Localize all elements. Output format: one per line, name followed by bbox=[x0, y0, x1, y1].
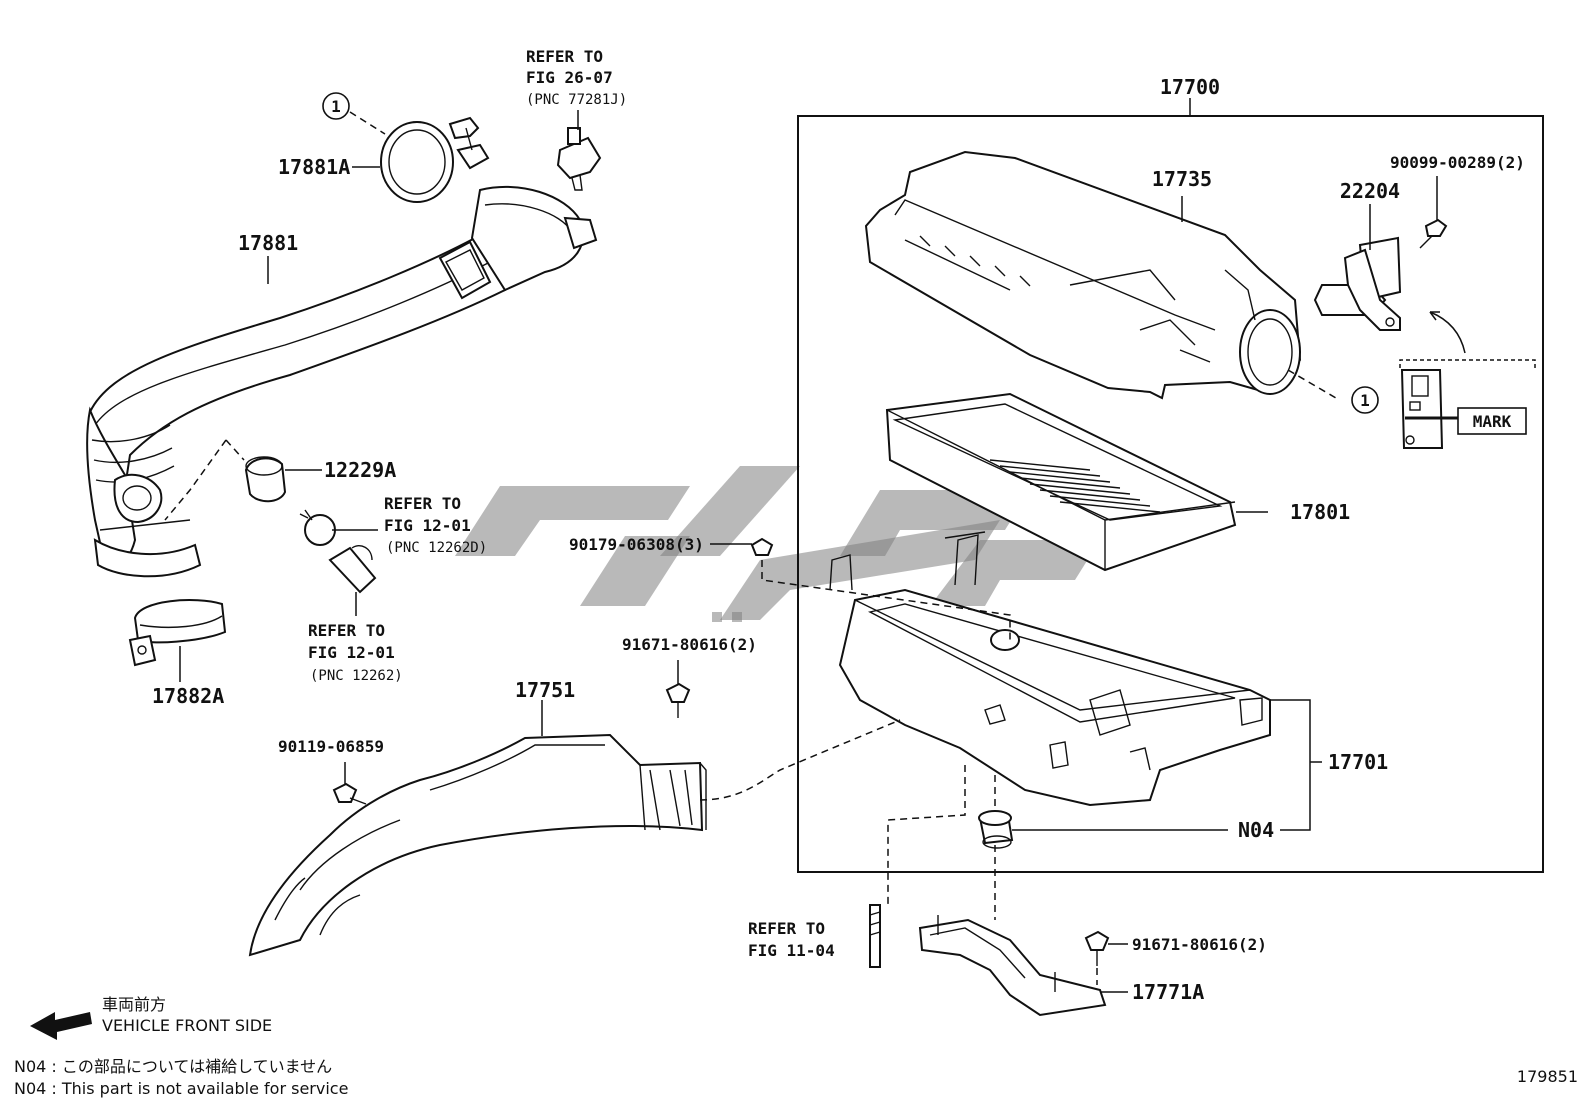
svg-text:REFER TO: REFER TO bbox=[526, 47, 603, 66]
bolt-90179 bbox=[710, 537, 774, 556]
callout-90179: 90179-06308(3) bbox=[569, 535, 704, 554]
grommet-12229a bbox=[244, 456, 287, 503]
callout-91671-bottom: 91671-80616(2) bbox=[1132, 935, 1267, 954]
air-cleaner-case-17701 bbox=[829, 531, 1271, 807]
callout-91671-top: 91671-80616(2) bbox=[622, 635, 757, 654]
callout-17771a: 17771A bbox=[1132, 980, 1204, 1004]
callout-17751: 17751 bbox=[515, 678, 575, 702]
bolt-91671-bottom bbox=[1084, 930, 1110, 966]
callout-17882a: 17882A bbox=[152, 684, 224, 708]
leader-lines bbox=[164, 110, 1371, 993]
mark-inset bbox=[1399, 311, 1536, 449]
intake-hose-17881 bbox=[86, 185, 598, 578]
svg-text:FIG 12-01: FIG 12-01 bbox=[308, 643, 395, 662]
callout-17700: 17700 bbox=[1160, 75, 1220, 99]
callout-17701: 17701 bbox=[1328, 750, 1388, 774]
cap-ref-12262d bbox=[299, 509, 336, 546]
svg-text:(PNC 12262D): (PNC 12262D) bbox=[386, 540, 487, 556]
callout-90119: 90119-06859 bbox=[278, 737, 384, 756]
reference-fig-12-01-a: REFER TO FIG 12-01 (PNC 12262D) bbox=[384, 494, 487, 556]
air-flow-meter-22204 bbox=[1313, 236, 1402, 331]
sensor-connector bbox=[556, 127, 602, 191]
hose-clamp-17882a bbox=[128, 599, 227, 667]
callout-22204: 22204 bbox=[1340, 179, 1400, 203]
air-cleaner-cap-17735 bbox=[864, 150, 1302, 400]
callout-90099: 90099-00289(2) bbox=[1390, 153, 1525, 172]
svg-text:REFER TO: REFER TO bbox=[748, 919, 825, 938]
svg-text:(PNC 12262): (PNC 12262) bbox=[310, 668, 403, 684]
circle-ref-1-top: 1 bbox=[322, 92, 350, 120]
front-arrow-icon bbox=[30, 1012, 92, 1040]
callout-17735: 17735 bbox=[1152, 167, 1212, 191]
svg-text:1: 1 bbox=[331, 97, 341, 116]
callout-12229a: 12229A bbox=[324, 458, 396, 482]
callout-17881: 17881 bbox=[238, 231, 298, 255]
svg-text:(PNC 77281J): (PNC 77281J) bbox=[526, 92, 627, 108]
air-inlet-duct-17751 bbox=[248, 733, 707, 957]
circle-ref-1-right: 1 bbox=[1351, 386, 1379, 414]
screw-90099 bbox=[1419, 176, 1448, 249]
svg-text:FIG 26-07: FIG 26-07 bbox=[526, 68, 613, 87]
grommet-n04 bbox=[978, 810, 1014, 849]
stud-ref-11-04 bbox=[869, 904, 881, 968]
svg-text:FIG 12-01: FIG 12-01 bbox=[384, 516, 471, 535]
reference-fig-26-07: REFER TO FIG 26-07 (PNC 77281J) bbox=[526, 47, 627, 108]
n04-note-jp: N04 : この部品については補給していません bbox=[14, 1057, 332, 1076]
bolt-90119 bbox=[332, 762, 367, 805]
label-mark: MARK bbox=[1473, 412, 1512, 431]
callout-17881a: 17881A bbox=[278, 155, 350, 179]
vehicle-front-legend: 車両前方 VEHICLE FRONT SIDE bbox=[30, 995, 272, 1040]
bolt-91671-top bbox=[665, 660, 691, 718]
n04-note-en: N04 : This part is not available for ser… bbox=[14, 1079, 348, 1098]
svg-text:REFER TO: REFER TO bbox=[384, 494, 461, 513]
pcv-hose-ref-12262 bbox=[328, 544, 377, 594]
figure-number: 179851 bbox=[1517, 1067, 1578, 1086]
callout-17801: 17801 bbox=[1290, 500, 1350, 524]
svg-text:FIG 11-04: FIG 11-04 bbox=[748, 941, 835, 960]
reference-fig-11-04: REFER TO FIG 11-04 bbox=[748, 919, 835, 960]
svg-text:REFER TO: REFER TO bbox=[308, 621, 385, 640]
hose-clamp-17881a bbox=[380, 116, 490, 203]
reference-fig-12-01-b: REFER TO FIG 12-01 (PNC 12262) bbox=[308, 621, 403, 684]
air-cleaner-assembly-frame bbox=[797, 98, 1544, 873]
bracket-17771a bbox=[918, 915, 1107, 1017]
callout-n04: N04 bbox=[1238, 818, 1274, 842]
svg-text:車両前方: 車両前方 bbox=[102, 995, 166, 1014]
svg-text:VEHICLE FRONT SIDE: VEHICLE FRONT SIDE bbox=[102, 1016, 272, 1035]
filter-element-17801 bbox=[885, 392, 1237, 572]
svg-text:1: 1 bbox=[1360, 391, 1370, 410]
